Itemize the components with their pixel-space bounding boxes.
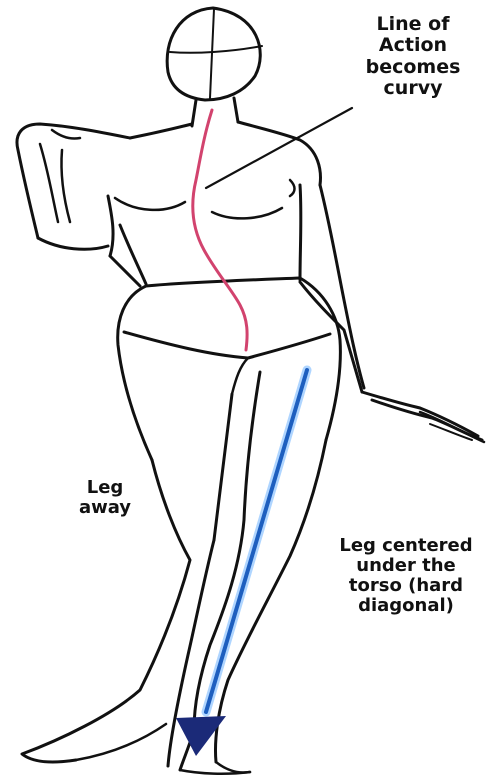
head-guide-horizontal bbox=[170, 46, 262, 53]
torso bbox=[108, 122, 320, 286]
head bbox=[167, 8, 262, 100]
pelvis-v bbox=[124, 332, 330, 358]
arrowhead bbox=[176, 716, 226, 756]
line-of-action-pointer bbox=[206, 108, 352, 188]
leg-centered-label: Leg centered under the torso (hard diago… bbox=[312, 536, 500, 617]
neck bbox=[192, 98, 238, 126]
line-of-action-label: Line of Action becomes curvy bbox=[348, 14, 478, 99]
line-of-action-curve bbox=[193, 110, 247, 350]
leg-away-label: Leg away bbox=[50, 478, 160, 518]
leg-away bbox=[22, 394, 232, 766]
head-guide-vertical bbox=[210, 9, 214, 98]
lowered-arm bbox=[300, 185, 484, 442]
